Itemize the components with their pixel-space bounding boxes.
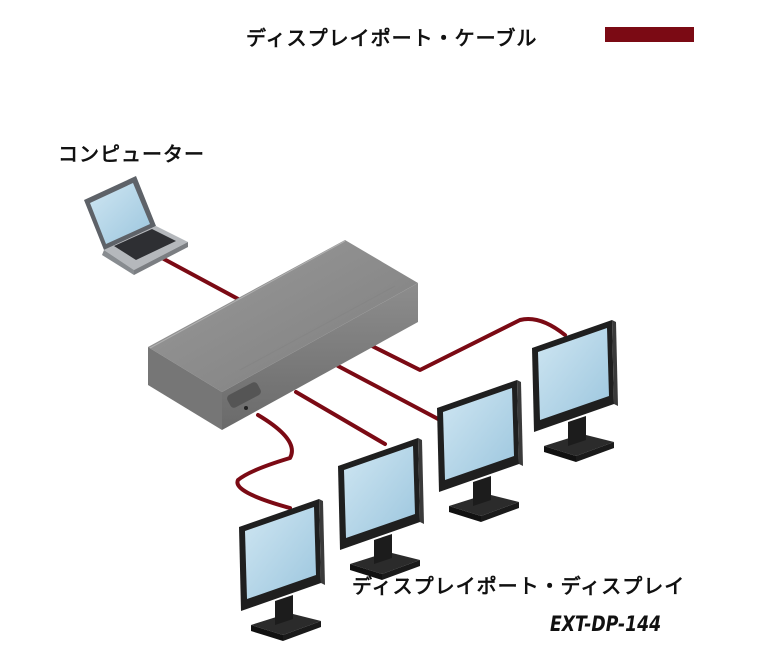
cable-legend-label: ディスプレイポート・ケーブル bbox=[246, 26, 538, 50]
model-number: EXT-DP-144 bbox=[550, 612, 662, 636]
computer-label: コンピューター bbox=[58, 142, 205, 166]
cable-display-1 bbox=[235, 413, 294, 510]
display-monitor-icon bbox=[338, 438, 424, 580]
display-monitor-icon bbox=[239, 499, 325, 641]
display-monitor-icon bbox=[532, 320, 618, 462]
display-monitor-icon bbox=[437, 380, 523, 522]
cable-display-2 bbox=[294, 390, 387, 446]
displays-label: ディスプレイポート・ディスプレイ bbox=[352, 574, 686, 598]
extender-box bbox=[148, 240, 418, 430]
laptop-icon bbox=[84, 176, 188, 275]
cable-display-3 bbox=[336, 364, 442, 422]
cable-computer bbox=[160, 256, 242, 302]
cable-display-4 bbox=[370, 317, 567, 372]
cable-legend-swatch bbox=[605, 27, 694, 42]
